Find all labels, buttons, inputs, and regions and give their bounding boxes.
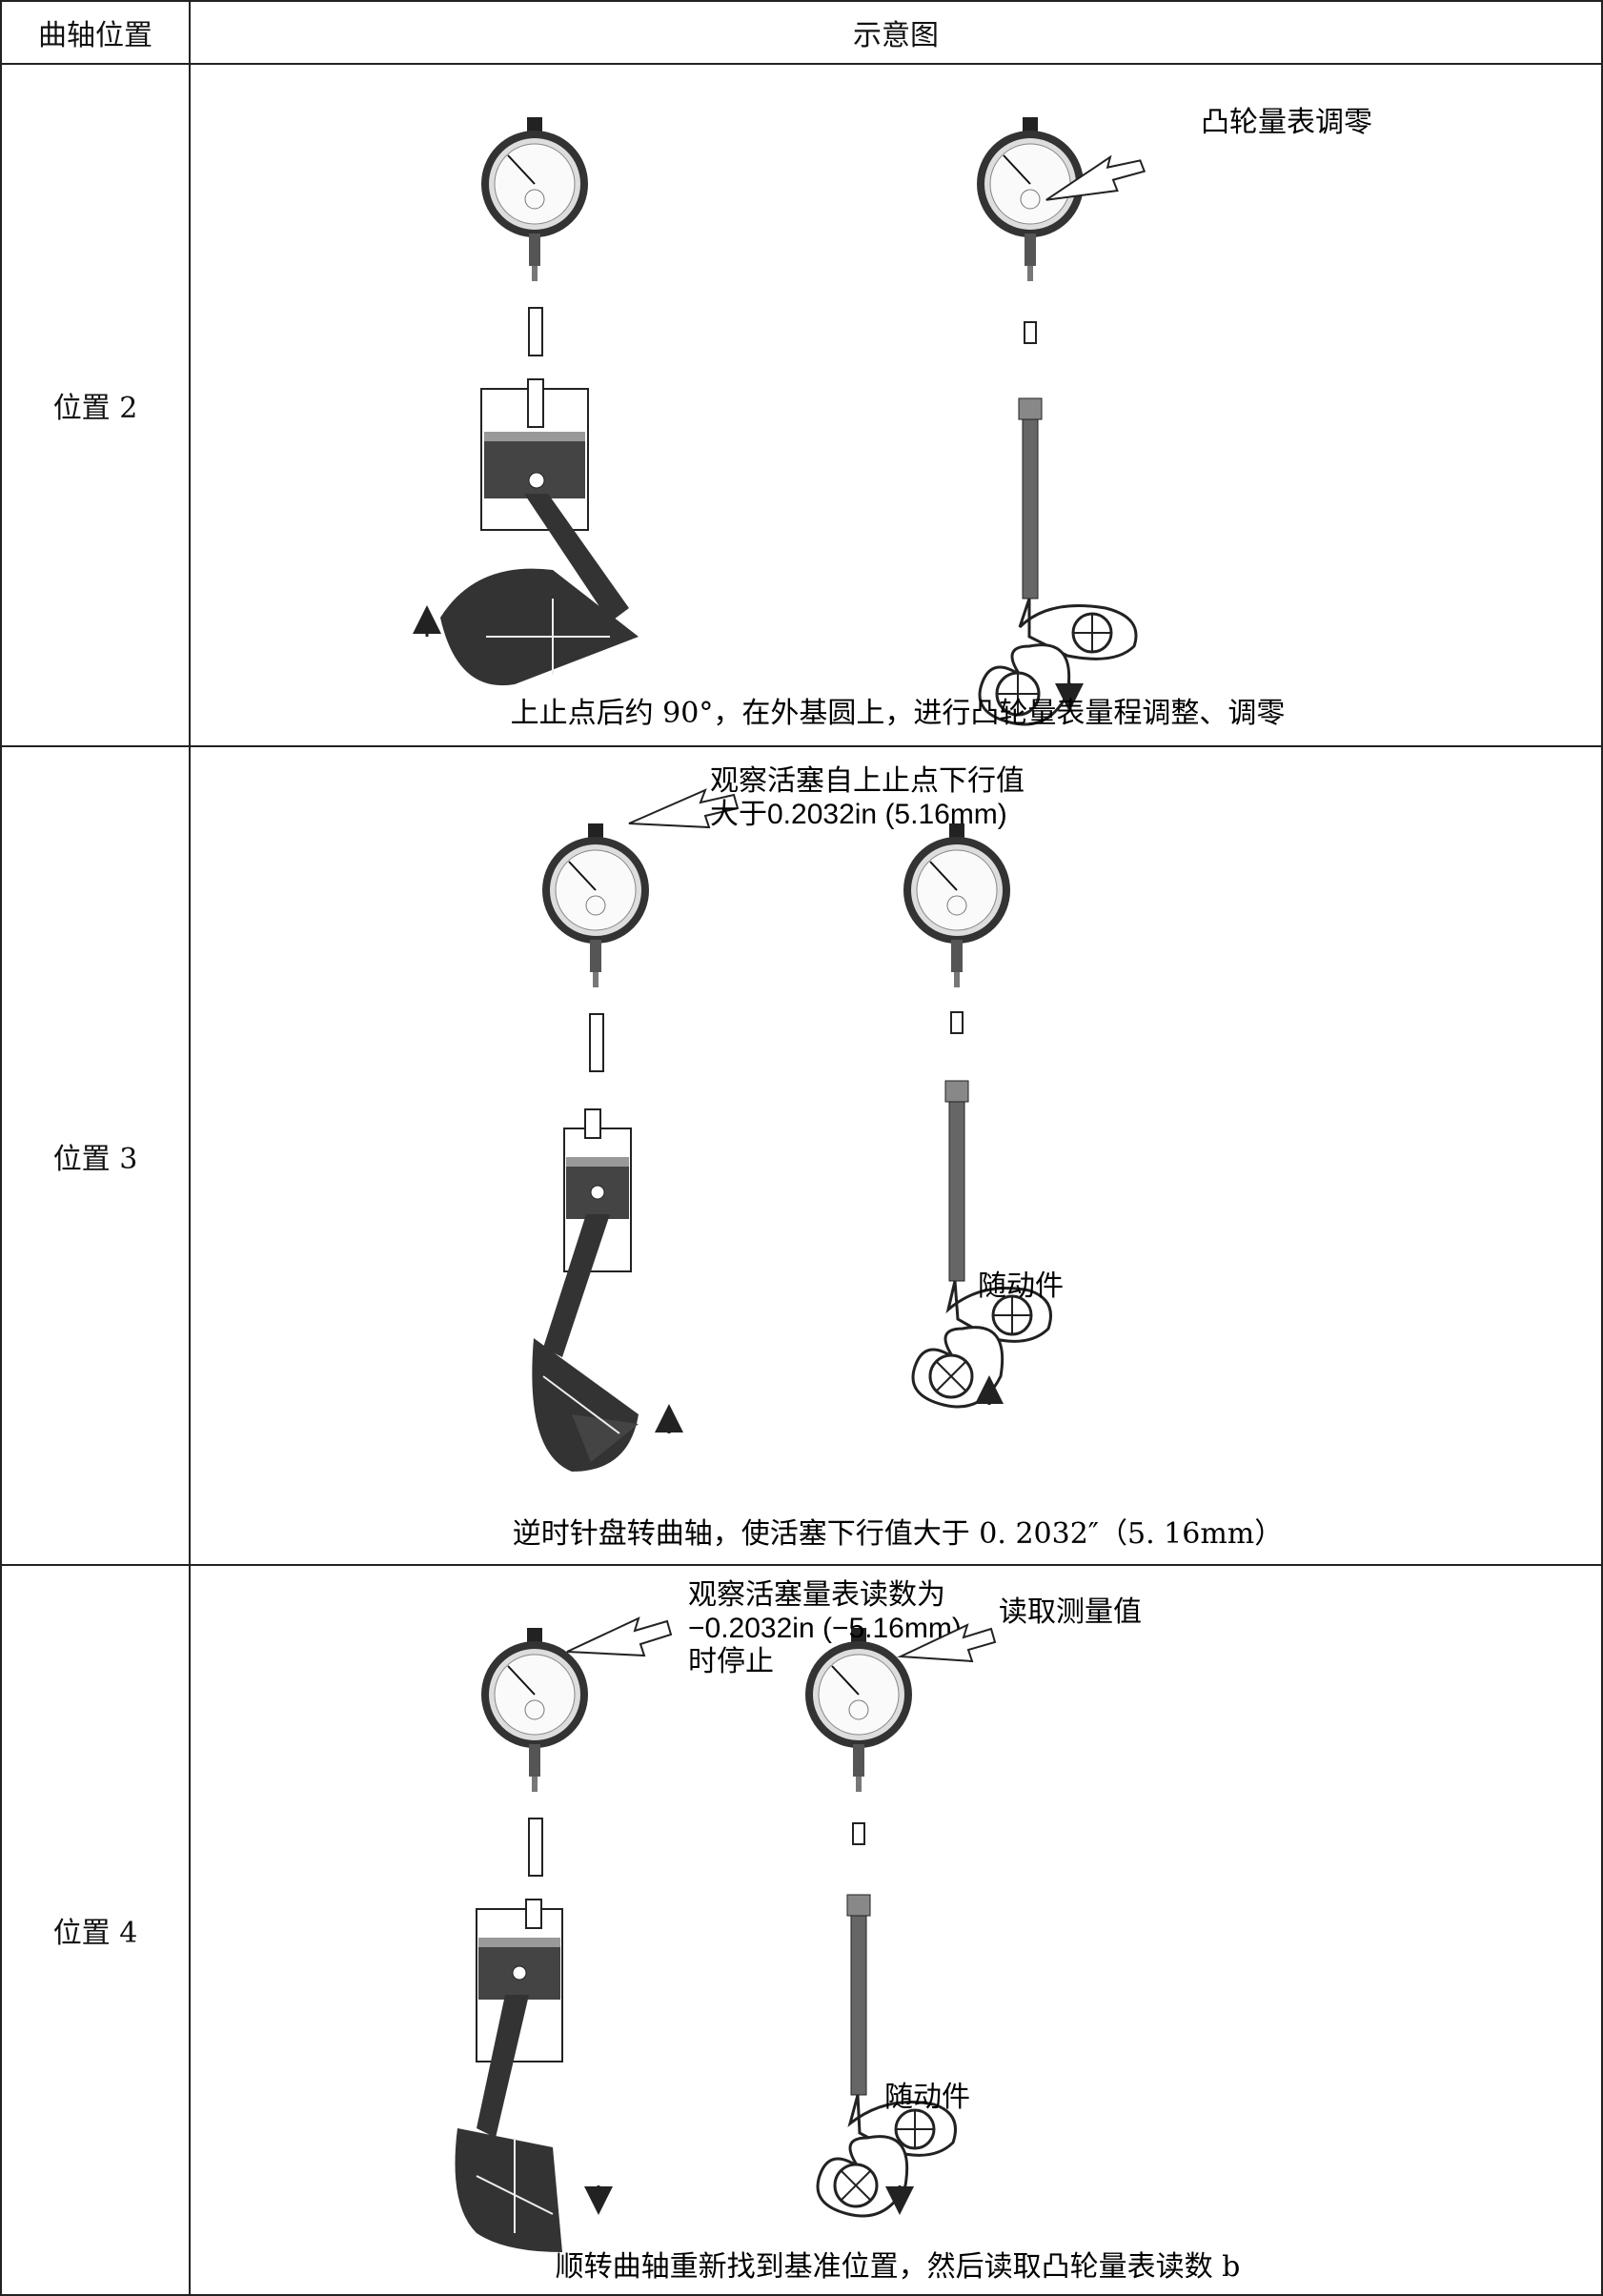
callout-text-line-1: 观察活塞量表读数为 [688, 1579, 945, 1611]
dial-gauge-icon [805, 1628, 912, 1792]
crankshaft-icon [532, 1338, 639, 1472]
follower-label: 随动件 [978, 1270, 1064, 1302]
header-row: 曲轴位置 示意图 [0, 0, 1603, 65]
row-position-4: 位置 4 [0, 1564, 1603, 2296]
row-position-2: 位置 2 [0, 63, 1603, 747]
callout-text-line-3: 时停止 [688, 1646, 774, 1677]
plunger-rod [528, 307, 543, 356]
follower-icon [1018, 397, 1138, 660]
dial-gauge-icon [481, 117, 588, 281]
dial-gauge-icon [481, 1628, 588, 1792]
diagram-position-2: 凸轮量表调零 上止点后约 90°，在外基圆上，进行凸轮量表量程调整、调零 [413, 107, 1372, 730]
row-caption: 上止点后约 90°，在外基圆上，进行凸轮量表量程调整、调零 [511, 697, 1286, 730]
cam-lobe-icon [816, 2135, 909, 2218]
position-label: 位置 3 [0, 745, 191, 1566]
diagram-position-4: 观察活塞量表读数为 −0.2032in (−5.16mm) 时停止 读取测量值 … [455, 1579, 1241, 2284]
follower-icon [846, 1894, 957, 2157]
dial-gauge-icon [542, 823, 649, 987]
piston-icon [543, 1108, 632, 1357]
diagram-position-3: 观察活塞自上止点下行值 大于0.2032in (5.16mm) 随动件 逆时针盘… [513, 765, 1283, 1551]
callout-text-line-2: −0.2032in (−5.16mm) [688, 1613, 962, 1644]
callout-arrow-icon [628, 788, 740, 829]
header-diagram: 示意图 [189, 0, 1603, 65]
diagram-cell: 观察活塞量表读数为 −0.2032in (−5.16mm) 时停止 读取测量值 … [189, 1564, 1603, 2296]
callout-text-line-1: 观察活塞自上止点下行值 [710, 765, 1025, 797]
diagram-cell: 观察活塞自上止点下行值 大于0.2032in (5.16mm) 随动件 逆时针盘… [189, 745, 1603, 1566]
diagram-cell: 凸轮量表调零 上止点后约 90°，在外基圆上，进行凸轮量表量程调整、调零 [189, 63, 1603, 747]
crankshaft-icon [440, 568, 639, 686]
callout-text: 凸轮量表调零 [1201, 107, 1372, 138]
row-caption: 逆时针盘转曲轴，使活塞下行值大于 0. 2032″（5. 16mm） [513, 1517, 1283, 1551]
callout-arrow-icon [566, 1616, 673, 1657]
follower-label: 随动件 [884, 2082, 970, 2113]
callout-arrow-icon [1045, 154, 1146, 201]
callout-text-line-2: 大于0.2032in (5.16mm) [710, 799, 1007, 830]
header-crank-position: 曲轴位置 [0, 0, 191, 65]
position-label: 位置 4 [0, 1564, 191, 2296]
callout-text: 读取测量值 [999, 1596, 1142, 1628]
follower-icon [944, 1080, 1052, 1343]
row-position-3: 位置 3 [0, 745, 1603, 1566]
crankshaft-icon [455, 2128, 562, 2252]
piston-icon [480, 378, 629, 622]
position-label: 位置 2 [0, 63, 191, 747]
cam-lobe-icon [978, 643, 1071, 726]
dial-gauge-icon [903, 823, 1010, 987]
callout-arrow-icon [897, 1623, 997, 1663]
piston-icon [476, 1899, 563, 2138]
row-caption: 顺转曲轴重新找到基准位置，然后读取凸轮量表读数 b [556, 2250, 1241, 2284]
dial-gauge-icon [977, 117, 1084, 281]
